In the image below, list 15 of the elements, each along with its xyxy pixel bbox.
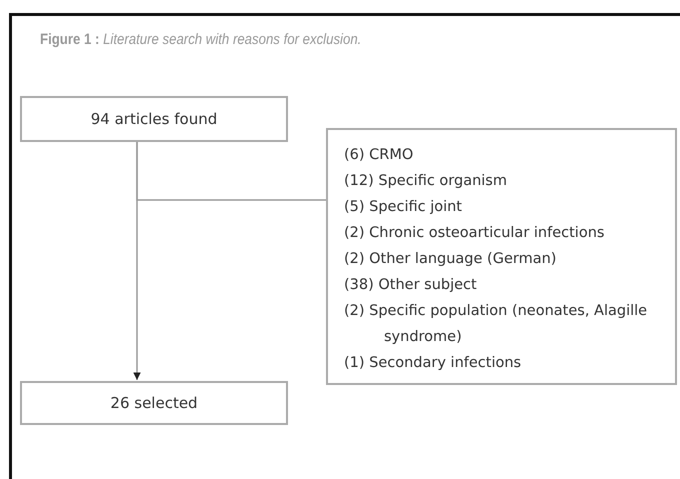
list-item: (12) Specific organism — [344, 172, 508, 191]
list-item: (1) Secondary infections — [344, 354, 522, 373]
process-box — [20, 381, 288, 425]
list-item: (5) Specific joint — [344, 198, 463, 217]
list-item: (38) Other subject — [344, 276, 478, 295]
connector-line — [136, 142, 326, 201]
list-item: (2) Other language (German) — [344, 250, 558, 269]
exclusion-reasons-box — [326, 128, 677, 385]
figure-title: Figure 1 : Literature search with reasons for exclusion. — [40, 31, 362, 48]
process-box — [20, 96, 288, 142]
node-text: 94 articles found — [90, 110, 218, 128]
list-item: (2) Specific population (neonates, Alagille syndrome) — [344, 302, 648, 347]
list-item: (2) Chronic osteoarticular infections — [344, 224, 606, 243]
node-text: 26 selected — [110, 394, 198, 412]
list-item: (6) CRMO — [344, 146, 414, 165]
